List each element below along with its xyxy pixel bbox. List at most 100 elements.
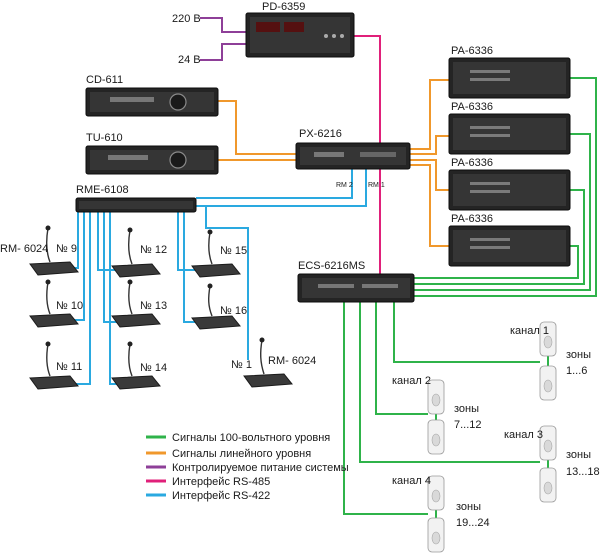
rs485-wire xyxy=(354,35,381,282)
pa4-100v-wire xyxy=(414,245,579,279)
channel-2-label: канал 2 xyxy=(392,375,431,387)
rm2-port-label: RM 2 xyxy=(336,182,353,189)
power-24-wire xyxy=(200,43,247,61)
legend: Сигналы 100-вольтного уровня Сигналы лин… xyxy=(146,432,349,502)
pa-6336-unit-3 xyxy=(448,169,571,211)
rme-col2c-wire xyxy=(109,212,150,385)
channel-4-label: канал 4 xyxy=(392,475,431,487)
rm1-port-label: RM 1 xyxy=(368,182,385,189)
console-13-label: № 13 xyxy=(140,300,167,312)
speaker-zone1-a xyxy=(539,321,557,357)
speaker-zone4-a xyxy=(427,475,445,511)
pa-6336-unit-1 xyxy=(448,57,571,99)
rme-col3a-wire xyxy=(177,212,198,271)
zones-1-title: зоны xyxy=(566,349,591,361)
rm1-to-n1-wire xyxy=(205,206,249,360)
console-9 xyxy=(29,225,79,276)
pd-6359-unit xyxy=(245,12,355,58)
console-1-label: № 1 xyxy=(231,359,252,371)
rm2-wire xyxy=(196,168,353,199)
console-13 xyxy=(111,279,161,328)
legend-item-pink: Интерфейс RS-485 xyxy=(146,476,270,488)
console-15 xyxy=(191,229,241,278)
px-label: PX-6216 xyxy=(299,128,342,140)
channel-3-label: канал 3 xyxy=(504,429,543,441)
power-220-label: 220 В xyxy=(172,13,201,25)
console-12-label: № 12 xyxy=(140,244,167,256)
rm-6024-right-label: RM- 6024 xyxy=(268,355,316,367)
ch2-wire xyxy=(375,300,428,415)
speaker-zone2-a xyxy=(427,379,445,415)
pd-label: PD-6359 xyxy=(262,1,305,13)
zones-2-title: зоны xyxy=(454,403,479,415)
legend-label-orange: Сигналы линейного уровня xyxy=(172,448,311,460)
pa2-label: PA-6336 xyxy=(451,101,493,113)
legend-item-blue: Интерфейс RS-422 xyxy=(146,490,270,502)
legend-item-green: Сигналы 100-вольтного уровня xyxy=(146,432,330,444)
console-10 xyxy=(29,279,79,328)
pa-6336-unit-2 xyxy=(448,113,571,155)
rme-label: RME-6108 xyxy=(76,184,129,196)
rm-6024-left-label: RM- 6024 xyxy=(0,243,48,255)
ch1-wire xyxy=(393,300,540,363)
channel-1-label: канал 1 xyxy=(510,325,549,337)
speaker-zone1-b xyxy=(539,365,557,401)
zones-2-range: 7...12 xyxy=(454,419,482,431)
pa-6336-unit-4 xyxy=(448,225,571,267)
cd-label: CD-611 xyxy=(86,74,123,86)
legend-label-purple: Контролируемое питание системы xyxy=(172,462,349,474)
zones-1-range: 1...6 xyxy=(566,365,587,377)
rme-col1c-wire xyxy=(70,212,91,385)
pa1-100v-wire xyxy=(414,77,597,297)
legend-label-blue: Интерфейс RS-422 xyxy=(172,490,270,502)
pa3-100v-wire xyxy=(414,189,585,285)
console-10-label: № 10 xyxy=(56,300,83,312)
console-12 xyxy=(111,227,161,278)
console-16 xyxy=(191,283,241,330)
console-14 xyxy=(111,341,161,390)
tu-610-unit xyxy=(85,145,219,175)
pa2-line-wire xyxy=(410,135,449,155)
console-14-label: № 14 xyxy=(140,362,167,374)
zones-3-range: 13...18 xyxy=(566,466,600,478)
rme-6108-unit xyxy=(75,197,197,213)
speaker-zone3-a xyxy=(539,425,557,461)
pa1-line-wire xyxy=(410,79,449,150)
legend-label-green: Сигналы 100-вольтного уровня xyxy=(172,432,330,444)
power-24-label: 24 В xyxy=(178,54,201,66)
console-11 xyxy=(29,341,79,390)
legend-item-orange: Сигналы линейного уровня xyxy=(146,448,311,460)
console-9-label: № 9 xyxy=(56,243,77,255)
pa3-label: PA-6336 xyxy=(451,157,493,169)
zones-4-title: зоны xyxy=(456,501,481,513)
console-1 xyxy=(243,337,293,388)
rme-col3b-wire xyxy=(183,212,198,323)
speaker-zone2-b xyxy=(427,419,445,455)
zones-3-title: зоны xyxy=(566,449,591,461)
console-16-label: № 16 xyxy=(220,305,247,317)
px-6216-unit xyxy=(295,142,411,170)
pa1-label: PA-6336 xyxy=(451,45,493,57)
speaker-zone3-b xyxy=(539,467,557,503)
pa3-line-wire xyxy=(410,159,449,191)
ecs-label: ECS-6216MS xyxy=(298,260,365,272)
rme-to-col1-wire xyxy=(70,212,79,269)
pa4-line-wire xyxy=(410,164,449,247)
pa2-100v-wire xyxy=(414,133,591,291)
console-15-label: № 15 xyxy=(220,245,247,257)
pa4-label: PA-6336 xyxy=(451,213,493,225)
speaker-zone4-b xyxy=(427,517,445,553)
ecs-6216ms-unit xyxy=(297,273,415,303)
ch4-wire xyxy=(343,300,428,515)
cd-611-unit xyxy=(85,87,219,117)
legend-item-purple: Контролируемое питание системы xyxy=(146,462,349,474)
cd-line-wire xyxy=(218,100,296,155)
ch3-wire xyxy=(359,300,540,463)
rm1-wire xyxy=(196,168,367,207)
zones-4-range: 19...24 xyxy=(456,517,490,529)
console-11-label: № 11 xyxy=(56,361,82,373)
rme-col2a-wire xyxy=(97,212,146,271)
power-220-wire xyxy=(200,17,247,33)
tu-label: TU-610 xyxy=(86,132,123,144)
